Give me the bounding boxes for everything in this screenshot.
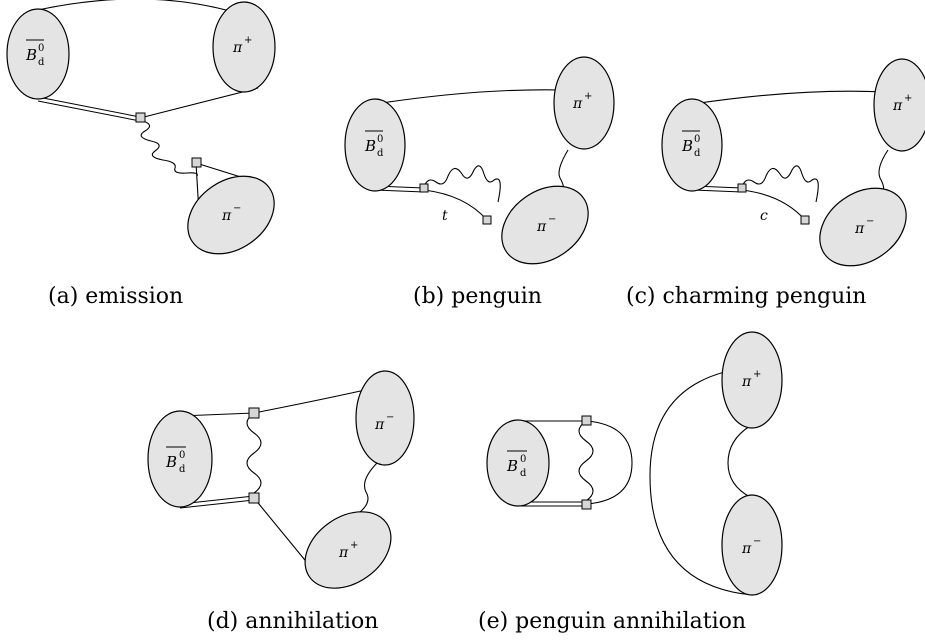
svg-text:d: d [38, 57, 45, 68]
vertex-marker [419, 183, 429, 193]
pi-minus-blob [721, 494, 783, 596]
vertex-marker [248, 407, 260, 419]
svg-text:d: d [520, 468, 527, 479]
pi-minus-label: π [741, 541, 752, 557]
vertex-marker [135, 112, 146, 123]
diagram-charming-penguin: B 0 d π + π − c [661, 58, 925, 267]
vertex-marker [800, 215, 810, 225]
svg-text:d: d [377, 148, 384, 159]
svg-text:+: + [904, 93, 912, 104]
caption-annihilation: (d) annihilation [207, 609, 378, 634]
b-meson-blob [6, 8, 70, 100]
pi-minus-label: π [854, 221, 865, 237]
svg-text:−: − [548, 214, 556, 225]
vertex-marker [581, 499, 592, 510]
diagram-annihilation: B 0 d π − π + [147, 370, 415, 589]
pi-minus-blob [355, 370, 415, 466]
pi-minus-label: π [536, 219, 547, 235]
pi-plus-label: π [572, 96, 583, 112]
svg-text:−: − [233, 203, 241, 214]
pi-plus-blob [873, 58, 925, 152]
b-meson-label: B [165, 453, 177, 471]
svg-text:d: d [179, 464, 186, 475]
b-meson-blob [486, 419, 550, 507]
svg-text:−: − [866, 216, 874, 227]
pi-minus-blob [819, 187, 907, 267]
svg-text:+: + [244, 35, 252, 46]
pi-plus-blob [553, 56, 615, 150]
caption-charming-penguin: (c) charming penguin [626, 284, 866, 309]
pi-plus-blob [721, 331, 783, 429]
svg-text:0: 0 [38, 43, 44, 54]
svg-text:+: + [753, 369, 761, 380]
diagram-penguin-annihilation: B 0 d π + π − [486, 331, 783, 596]
svg-text:0: 0 [520, 454, 526, 465]
pi-minus-blob [187, 175, 275, 255]
pi-plus-blob [304, 511, 392, 589]
quark-label-t: t [442, 208, 448, 224]
svg-text:0: 0 [377, 134, 383, 145]
caption-penguin-annihilation: (e) penguin annihilation [478, 609, 746, 634]
vertex-marker [248, 492, 260, 504]
quark-label-c: c [760, 208, 768, 224]
svg-text:−: − [753, 536, 761, 547]
b-meson-label: B [364, 137, 376, 155]
pi-minus-label: π [221, 208, 232, 224]
pi-plus-blob [212, 1, 276, 93]
diagram-penguin: B 0 d π + π − t [344, 56, 615, 265]
vertex-marker [191, 157, 202, 168]
svg-text:0: 0 [694, 134, 700, 145]
svg-text:0: 0 [179, 450, 185, 461]
b-meson-blob [661, 98, 723, 192]
svg-text:+: + [350, 540, 358, 551]
b-meson-label: B [25, 46, 37, 64]
b-meson-blob [344, 98, 406, 192]
diagram-emission: B 0 d π + π − [6, 0, 276, 255]
svg-text:−: − [386, 412, 394, 423]
vertex-marker [482, 215, 492, 225]
vertex-marker [581, 415, 592, 426]
svg-text:+: + [584, 91, 592, 102]
pi-plus-label: π [338, 545, 349, 561]
pi-plus-label: π [741, 374, 752, 390]
b-meson-blob [147, 410, 213, 508]
pi-minus-blob [501, 185, 589, 265]
pi-plus-label: π [892, 98, 903, 114]
pi-minus-label: π [374, 417, 385, 433]
pi-plus-label: π [232, 40, 243, 56]
svg-text:d: d [694, 148, 701, 159]
b-meson-label: B [506, 457, 518, 475]
caption-emission: (a) emission [48, 284, 183, 309]
vertex-marker [737, 183, 747, 193]
b-meson-label: B [681, 137, 693, 155]
caption-penguin: (b) penguin [413, 284, 542, 309]
